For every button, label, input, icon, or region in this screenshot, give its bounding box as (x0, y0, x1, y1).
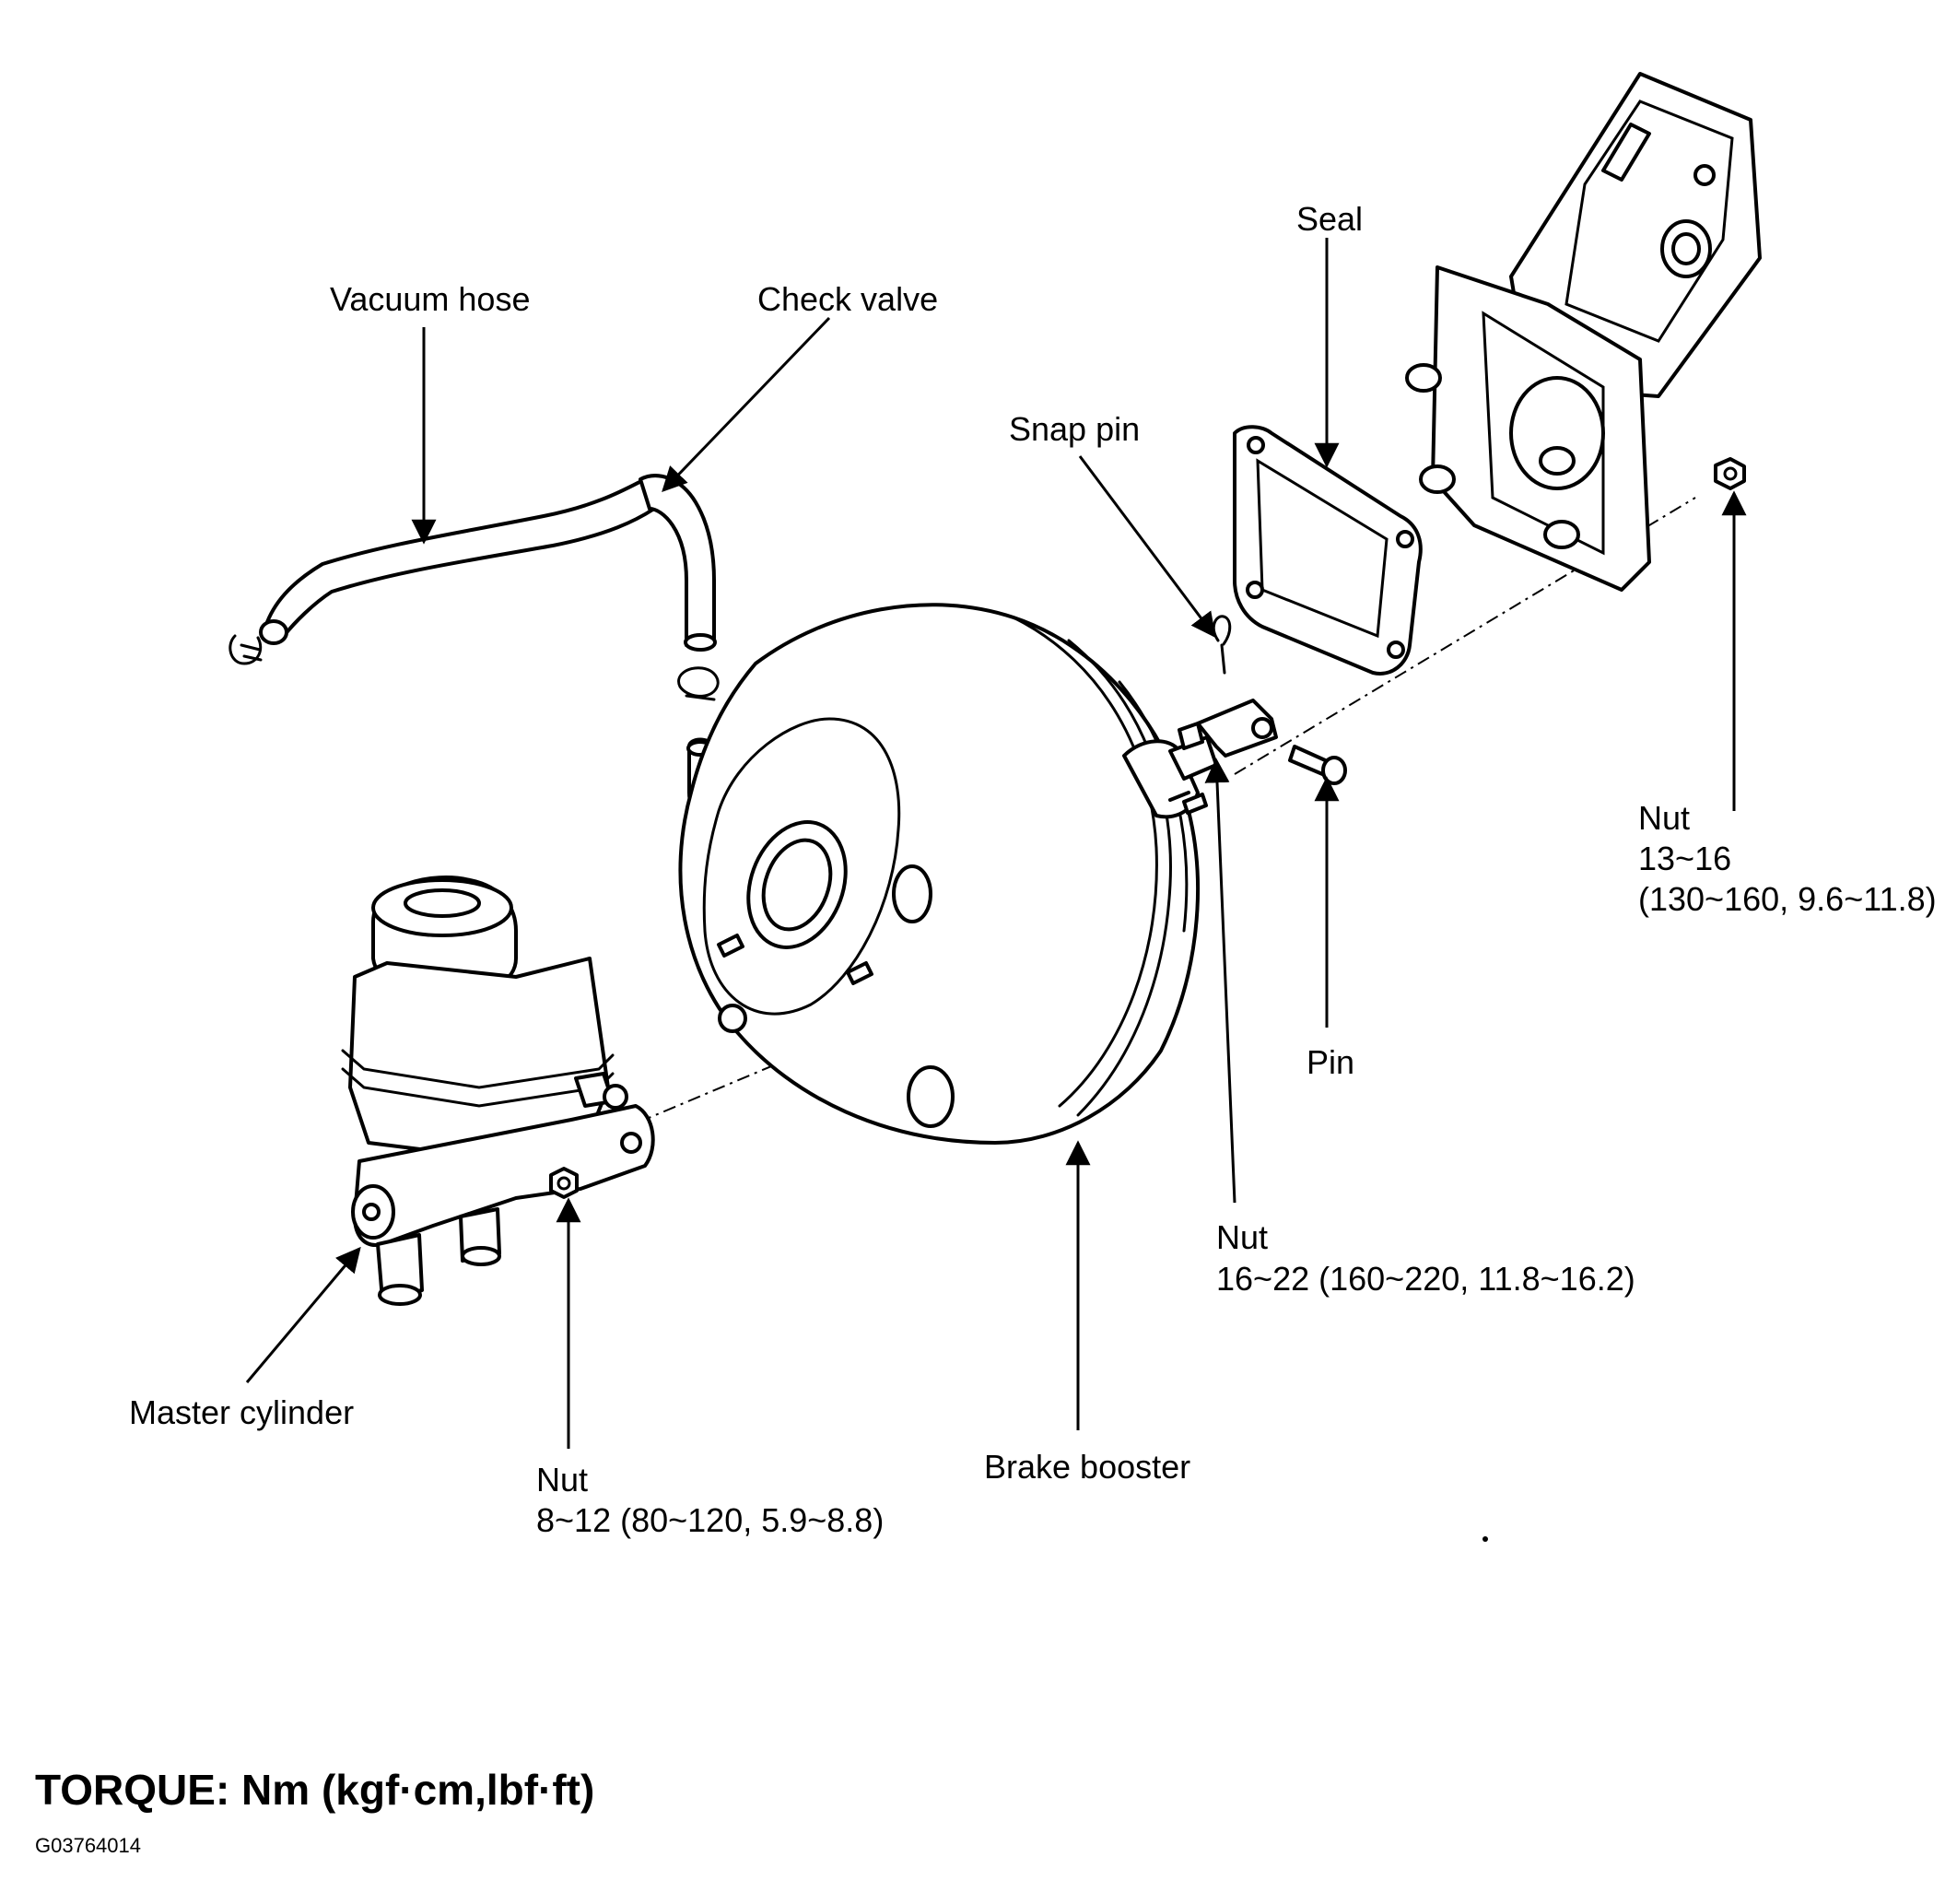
label-pin: Pin (1307, 1043, 1354, 1081)
label-clevis-nut-title: Nut (1216, 1218, 1268, 1256)
master-nut-part (549, 1167, 579, 1199)
brake-booster-part (678, 603, 1278, 1145)
label-mount-nut-value-1: 13~16 (1638, 840, 1731, 877)
snap-pin-part (1212, 615, 1232, 675)
figure-code: G03764014 (35, 1834, 141, 1857)
label-mount-nut-title: Nut (1638, 799, 1690, 837)
seal-part (1233, 425, 1423, 676)
label-clevis-nut-value: 16~22 (160~220, 11.8~16.2) (1216, 1260, 1635, 1298)
label-master-nut-title: Nut (536, 1461, 588, 1499)
torque-units-note: TORQUE: Nm (kgf·cm,lbf·ft) (35, 1766, 594, 1814)
label-master-cylinder: Master cylinder (129, 1393, 354, 1431)
mounting-bracket-part (1405, 72, 1762, 592)
label-seal: Seal (1296, 200, 1363, 238)
label-mount-nut-value-2: (130~160, 9.6~11.8) (1638, 880, 1937, 918)
label-check-valve: Check valve (757, 280, 938, 318)
pin-part (1288, 745, 1347, 785)
leader-snap-pin (1078, 455, 1216, 639)
leader-check-valve (662, 316, 831, 492)
leader-clevis-nut (1204, 758, 1236, 1204)
stray-dot (1482, 1536, 1488, 1542)
vacuum-hose-part (229, 477, 656, 665)
label-master-nut-value: 8~12 (80~120, 5.9~8.8) (536, 1501, 884, 1539)
mount-nut-part (1714, 457, 1746, 490)
label-vacuum-hose: Vacuum hose (330, 280, 530, 318)
label-brake-booster: Brake booster (984, 1448, 1190, 1486)
label-snap-pin: Snap pin (1009, 410, 1140, 448)
master-cylinder-part (341, 876, 655, 1306)
leader-master-cylinder (245, 1246, 361, 1383)
